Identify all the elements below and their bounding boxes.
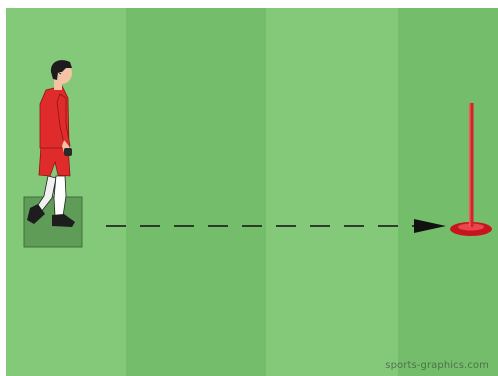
stripe-2 [126, 8, 266, 376]
red-pole [450, 103, 492, 236]
player-front-shoe [52, 214, 75, 227]
player-hair [50, 60, 72, 80]
player-ear [57, 71, 62, 75]
pitch-grass [6, 8, 498, 376]
watermark-text: sports-graphics.com [385, 360, 489, 371]
player-glove [64, 148, 72, 156]
pole-stick-shine [469, 103, 471, 227]
player-front-leg [53, 175, 67, 217]
dashed-arrow [106, 219, 446, 233]
player-back-shoe [27, 204, 45, 224]
pole-stick [469, 103, 474, 227]
stripe-4 [398, 8, 498, 376]
stripe-3 [266, 8, 398, 376]
player-neck [54, 80, 62, 90]
arrow-head [414, 219, 446, 233]
player [27, 60, 75, 227]
